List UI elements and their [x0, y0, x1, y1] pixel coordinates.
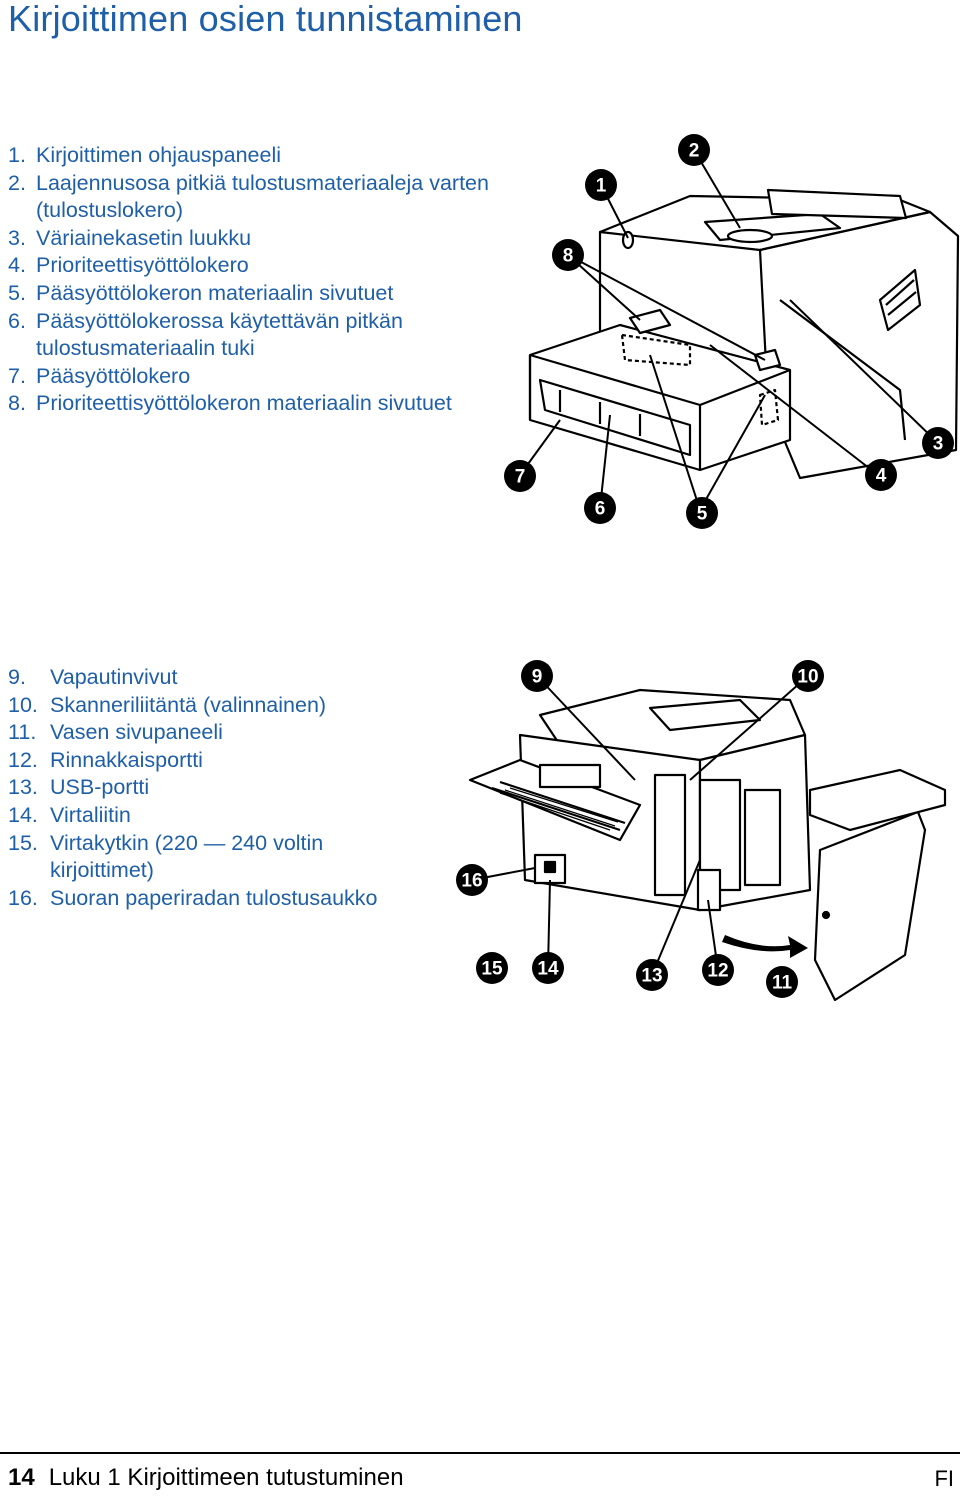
callout-8: 8: [552, 239, 584, 271]
callout-2: 2: [678, 134, 710, 166]
list-item: 3. Väriainekasetin luukku: [8, 225, 548, 253]
language-code: FI: [934, 1466, 954, 1491]
item-number: 2.: [8, 170, 26, 195]
svg-text:7: 7: [515, 467, 526, 488]
item-number: 10.: [8, 692, 38, 717]
list-item: 14. Virtaliitin: [8, 802, 458, 830]
item-text: Virtaliitin: [50, 802, 131, 827]
rear-view-parts-list: 9. Vapautinvivut 10. Skanneriliitäntä (val…: [8, 664, 458, 912]
callout-3: 3: [922, 427, 954, 459]
item-number: 15.: [8, 830, 38, 855]
item-number: 5.: [8, 280, 26, 305]
svg-text:16: 16: [461, 871, 482, 892]
callout-10: 10: [792, 660, 824, 692]
svg-text:9: 9: [532, 667, 543, 688]
list-item: 13. USB-portti: [8, 774, 458, 802]
svg-text:15: 15: [481, 959, 503, 980]
item-number: 11.: [8, 720, 37, 745]
callout-15: 15: [476, 952, 508, 984]
item-number: 13.: [8, 775, 38, 800]
page-number: 14: [8, 1464, 35, 1491]
item-number: 8.: [8, 391, 26, 416]
callout-4: 4: [865, 459, 897, 491]
item-number: 6.: [8, 308, 26, 333]
list-item: 5. Pääsyöttölokeron materiaalin sivutuet: [8, 280, 548, 308]
list-item: 16. Suoran paperiradan tulostusaukko: [8, 885, 458, 913]
list-item: 11. Vasen sivupaneeli: [8, 719, 458, 747]
list-item: 2. Laajennusosa pitkiä tulostusmateriaale…: [8, 170, 548, 225]
list-item: 10. Skanneriliitäntä (valinnainen): [8, 692, 458, 720]
svg-text:6: 6: [595, 499, 606, 520]
item-text: USB-portti: [50, 775, 150, 800]
callout-12: 12: [702, 954, 734, 986]
callout-14: 14: [532, 952, 564, 984]
callout-1: 1: [585, 169, 617, 201]
callout-13: 13: [636, 959, 668, 991]
item-text: Rinnakkaisportti: [50, 747, 203, 772]
svg-text:2: 2: [689, 141, 700, 162]
callout-7: 7: [504, 460, 536, 492]
item-text: Vapautinvivut: [50, 665, 178, 689]
item-number: 3.: [8, 225, 26, 250]
item-text: Laajennusosa pitkiä tulostusmateriaaleja…: [36, 170, 489, 223]
item-text: Pääsyöttölokeron materiaalin sivutuet: [36, 280, 394, 305]
item-number: 12.: [8, 747, 38, 772]
svg-text:4: 4: [876, 466, 887, 487]
svg-text:10: 10: [797, 667, 818, 688]
item-text: Väriainekasetin luukku: [36, 225, 252, 250]
callout-9: 9: [521, 660, 553, 692]
item-text: Prioriteettisyöttölokero: [36, 253, 249, 278]
svg-text:11: 11: [772, 973, 793, 994]
item-text: Pääsyöttölokerossa käytettävän pitkän tu…: [36, 308, 403, 361]
svg-text:1: 1: [596, 176, 607, 197]
list-item: 6. Pääsyöttölokerossa käytettävän pitkän …: [8, 308, 548, 363]
item-number: 1.: [8, 143, 26, 167]
item-text: Vasen sivupaneeli: [50, 720, 223, 745]
footer-divider: [0, 1452, 960, 1454]
item-number: 9.: [8, 665, 26, 689]
page-title: Kirjoittimen osien tunnistaminen: [8, 0, 523, 39]
list-item: 1. Kirjoittimen ohjauspaneeli: [8, 142, 548, 170]
item-text: Prioriteettisyöttölokeron materiaalin si…: [36, 391, 452, 416]
list-item: 4. Prioriteettisyöttölokero: [8, 252, 548, 280]
svg-text:3: 3: [933, 434, 944, 455]
item-number: 14.: [8, 802, 38, 827]
list-item: 8. Prioriteettisyöttölokeron materiaalin …: [8, 390, 548, 418]
svg-text:8: 8: [563, 246, 574, 267]
item-text: Skanneriliitäntä (valinnainen): [50, 692, 327, 717]
callout-5: 5: [686, 497, 718, 529]
item-text: Suoran paperiradan tulostusaukko: [50, 885, 378, 910]
item-number: 16.: [8, 885, 38, 910]
item-text: Pääsyöttölokero: [36, 363, 191, 388]
item-text: Virtakytkin (220 — 240 voltin kirjoittim…: [50, 830, 324, 883]
list-item: 9. Vapautinvivut: [8, 664, 458, 692]
page-footer: 14 Luku 1 Kirjoittimeen tutustuminen: [8, 1464, 404, 1492]
chapter-title: Luku 1 Kirjoittimeen tutustuminen: [48, 1464, 404, 1491]
callout-6: 6: [584, 492, 616, 524]
list-item: 7. Pääsyöttölokero: [8, 363, 548, 391]
removal-arrow-icon: [722, 935, 808, 958]
callout-11: 11: [766, 966, 798, 998]
item-text: Kirjoittimen ohjauspaneeli: [36, 143, 282, 167]
svg-text:13: 13: [641, 966, 662, 987]
item-number: 4.: [8, 253, 26, 278]
item-number: 7.: [8, 363, 26, 388]
svg-text:5: 5: [697, 504, 708, 525]
callout-16: 16: [456, 864, 488, 896]
list-item: 15. Virtakytkin (220 — 240 voltin kirjoit…: [8, 830, 458, 885]
svg-text:14: 14: [537, 959, 559, 980]
list-item: 12. Rinnakkaisportti: [8, 747, 458, 775]
front-view-parts-list: 1. Kirjoittimen ohjauspaneeli 2. Laajennus…: [8, 142, 548, 418]
svg-text:12: 12: [707, 961, 728, 982]
